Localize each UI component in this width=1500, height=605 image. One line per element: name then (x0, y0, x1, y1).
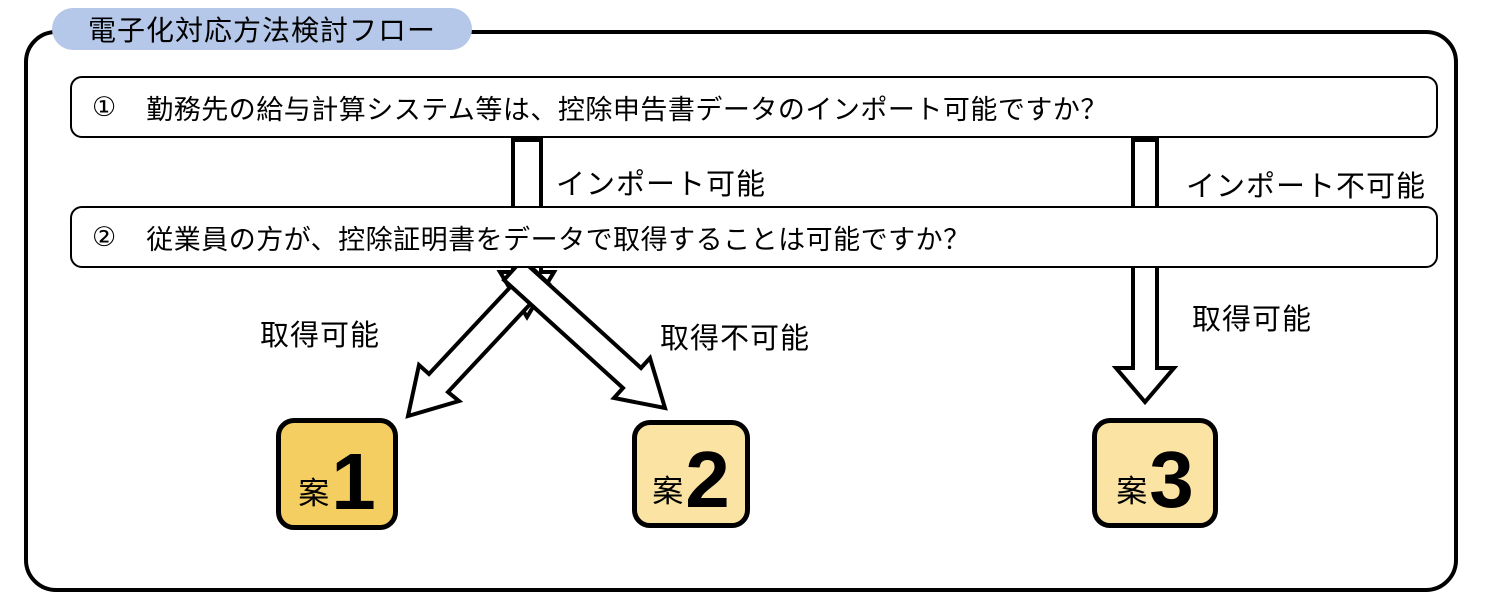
option-1-prefix: 案 (298, 476, 330, 511)
label-import-not-possible: インポート不可能 (1186, 171, 1427, 203)
option-box-2: 案 2 (632, 420, 750, 528)
flowchart-border (24, 30, 1458, 592)
label-import-possible: インポート可能 (556, 169, 767, 201)
question-1-box: ① 勤務先の給与計算システム等は、控除申告書データのインポート可能ですか？ (70, 76, 1438, 138)
label-acquire-possible-right: 取得可能 (1192, 304, 1313, 336)
option-1-number: 1 (331, 437, 376, 527)
option-box-1: 案 1 (276, 418, 398, 530)
label-acquire-possible-left: 取得可能 (260, 320, 381, 352)
flowchart-title-badge: 電子化対応方法検討フロー (52, 8, 472, 50)
question-1-number: ① (92, 91, 117, 122)
flowchart-title: 電子化対応方法検討フロー (87, 15, 436, 46)
option-3-prefix: 案 (1116, 474, 1148, 509)
question-2-box: ② 従業員の方が、控除証明書をデータで取得することは可能ですか？ (70, 206, 1438, 268)
question-2-text: 従業員の方が、控除証明書をデータで取得することは可能ですか？ (146, 224, 971, 255)
option-2-prefix: 案 (652, 474, 684, 509)
arrow-down-import-not-possible-icon (1111, 138, 1179, 406)
option-box-3: 案 3 (1092, 418, 1218, 528)
question-1-text: 勤務先の給与計算システム等は、控除申告書データのインポート可能ですか？ (146, 94, 1108, 125)
question-2-number: ② (92, 221, 117, 252)
option-2-number: 2 (685, 435, 730, 525)
option-3-number: 3 (1149, 435, 1194, 525)
arrow-diagonal-right-acquire-not-possible-icon (501, 257, 668, 411)
label-acquire-not-possible: 取得不可能 (660, 323, 811, 355)
